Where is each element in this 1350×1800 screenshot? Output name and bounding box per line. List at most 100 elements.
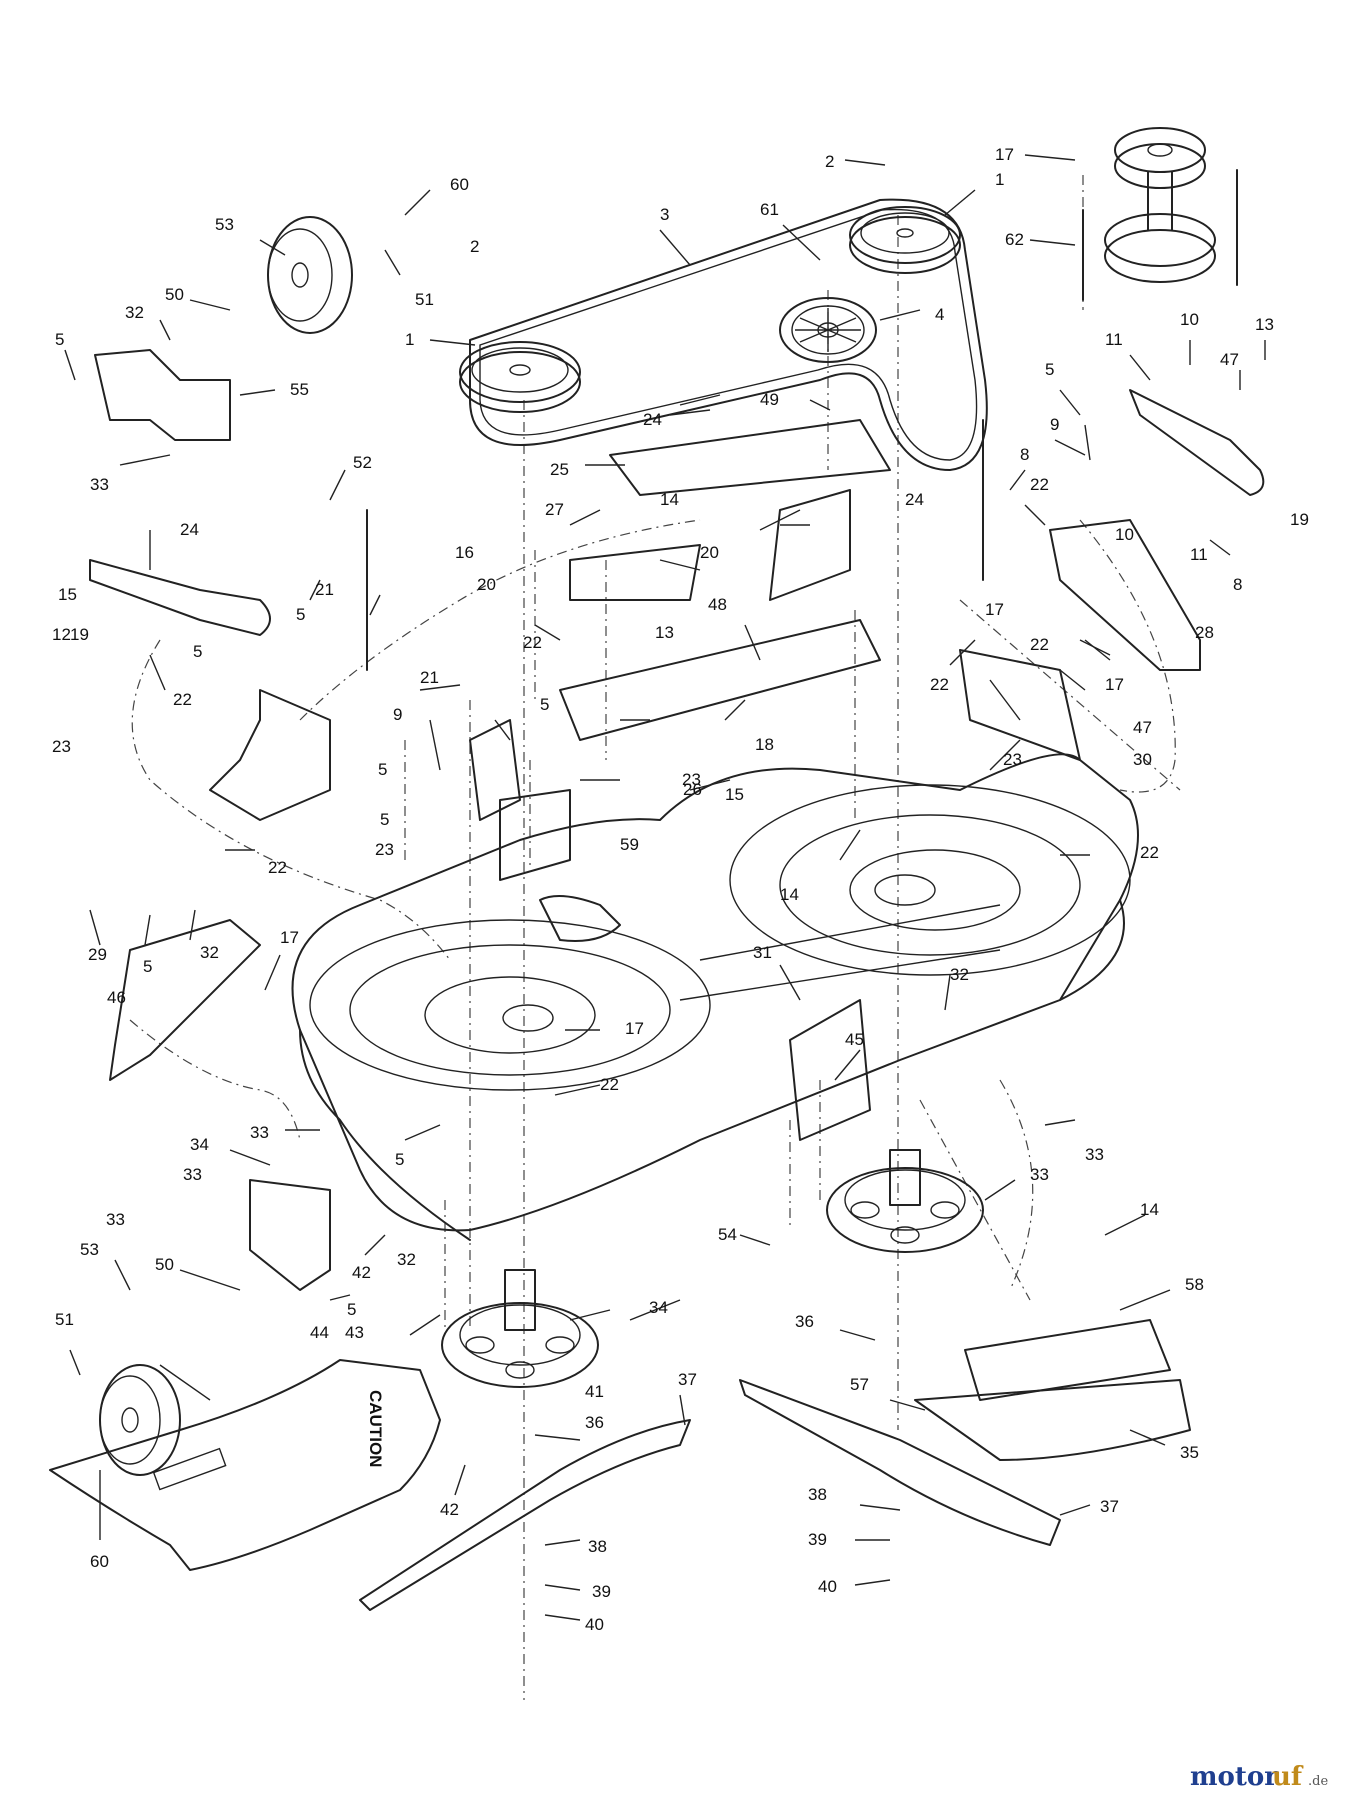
- discharge-chute: CAUTION: [49, 1359, 441, 1571]
- part-label: 51: [415, 290, 434, 309]
- part-label: 38: [588, 1537, 607, 1556]
- part-label: 5: [380, 810, 389, 829]
- part-label: 5: [296, 605, 305, 624]
- part-label: 33: [90, 475, 109, 494]
- part-label: 23: [52, 737, 71, 756]
- part-label: 54: [718, 1225, 737, 1244]
- part-label: 14: [780, 885, 799, 904]
- part-label: 29: [88, 945, 107, 964]
- part-label: 33: [1085, 1145, 1104, 1164]
- part-label: 45: [845, 1030, 864, 1049]
- part-label: 49: [760, 390, 779, 409]
- part-label: 5: [540, 695, 549, 714]
- part-label: 62: [1005, 230, 1024, 249]
- part-label: 5: [193, 642, 202, 661]
- part-label: 11: [1105, 330, 1123, 349]
- part-label: 31: [753, 943, 772, 962]
- part-label: 12: [52, 625, 71, 644]
- part-label: 19: [1290, 510, 1309, 529]
- part-label: 32: [200, 943, 219, 962]
- part-label: 24: [905, 490, 924, 509]
- leader-lines: [64, 154, 1266, 1621]
- part-label: 55: [290, 380, 309, 399]
- part-label: 32: [950, 965, 969, 984]
- part-label: 61: [760, 200, 779, 219]
- part-label: 17: [1105, 675, 1124, 694]
- caution-label: CAUTION: [366, 1390, 385, 1467]
- part-label: 10: [1115, 525, 1134, 544]
- part-label: 14: [660, 490, 679, 509]
- part-label: 21: [315, 580, 334, 599]
- part-label: 37: [678, 1370, 697, 1389]
- part-label: 44: [310, 1323, 329, 1342]
- watermark-text-b: uf: [1272, 1762, 1304, 1792]
- part-label: 59: [620, 835, 639, 854]
- watermark-logo: motor uf .de: [1190, 1762, 1328, 1792]
- part-label: 13: [655, 623, 674, 642]
- part-label: 52: [353, 453, 372, 472]
- part-label: 18: [755, 735, 774, 754]
- part-label: 5: [143, 957, 152, 976]
- part-label: 43: [345, 1323, 364, 1342]
- part-label: 5: [347, 1300, 356, 1319]
- part-label: 57: [850, 1375, 869, 1394]
- part-label: 53: [80, 1240, 99, 1259]
- part-label: 22: [523, 633, 542, 652]
- part-label: 4: [935, 305, 944, 324]
- part-label: 5: [378, 760, 387, 779]
- part-label: 8: [1020, 445, 1029, 464]
- mower-deck-housing: [291, 753, 1139, 1241]
- part-label: 23: [1003, 750, 1022, 769]
- watermark-suffix: .de: [1308, 1774, 1328, 1789]
- part-label: 23: [682, 770, 701, 789]
- part-label: 22: [930, 675, 949, 694]
- part-label: 32: [397, 1250, 416, 1269]
- part-label: 47: [1220, 350, 1239, 369]
- part-label: 17: [995, 145, 1014, 164]
- part-label: 27: [545, 500, 564, 519]
- part-label: 3: [660, 205, 669, 224]
- part-label: 41: [585, 1382, 604, 1401]
- part-label: 58: [1185, 1275, 1204, 1294]
- part-label: 33: [183, 1165, 202, 1184]
- part-label: 40: [818, 1577, 837, 1596]
- part-label: 22: [600, 1075, 619, 1094]
- part-number-labels: 2 17 1 60 3 61 53 2 62 51 50 4 10 13 32 …: [52, 145, 1309, 1634]
- deck-pulley-right: [849, 206, 961, 274]
- part-label: 16: [455, 543, 474, 562]
- part-label: 24: [180, 520, 199, 539]
- part-label: 34: [649, 1298, 668, 1317]
- part-label: 30: [1133, 750, 1152, 769]
- part-label: 9: [1050, 415, 1059, 434]
- spindle-left: [441, 1269, 599, 1388]
- part-label: 48: [708, 595, 727, 614]
- deck-wheel-rear: [99, 1364, 181, 1476]
- part-label: 15: [58, 585, 77, 604]
- part-label: 47: [1133, 718, 1152, 737]
- watermark-text-a: motor: [1190, 1762, 1278, 1792]
- part-label: 1: [995, 170, 1004, 189]
- part-label: 11: [1190, 545, 1208, 564]
- part-label: 22: [268, 858, 287, 877]
- part-label: 34: [190, 1135, 209, 1154]
- part-label: 2: [825, 152, 834, 171]
- part-label: 24: [643, 410, 662, 429]
- part-label: 23: [375, 840, 394, 859]
- part-label: 32: [125, 303, 144, 322]
- part-label: 17: [985, 600, 1004, 619]
- part-label: 10: [1180, 310, 1199, 329]
- part-label: 1: [405, 330, 414, 349]
- spindle-right: [826, 1149, 984, 1253]
- part-label: 60: [450, 175, 469, 194]
- drive-belt: [469, 198, 988, 471]
- part-label: 35: [1180, 1443, 1199, 1462]
- part-label: 33: [106, 1210, 125, 1229]
- part-label: 5: [1045, 360, 1054, 379]
- part-label: 39: [592, 1582, 611, 1601]
- part-label: 21: [420, 668, 439, 687]
- part-label: 42: [352, 1263, 371, 1282]
- part-label: 33: [1030, 1165, 1049, 1184]
- part-label: 5: [395, 1150, 404, 1169]
- part-label: 5: [55, 330, 64, 349]
